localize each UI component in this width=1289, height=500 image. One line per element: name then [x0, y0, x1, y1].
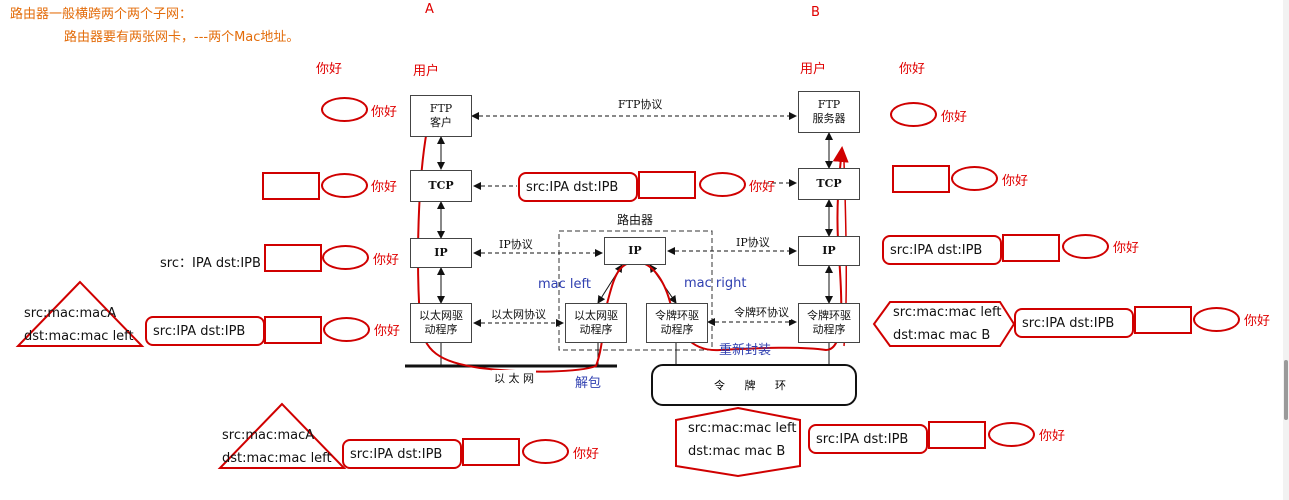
- data-oval: [321, 97, 368, 122]
- data-oval: [951, 166, 998, 191]
- box-line: IP: [822, 244, 836, 257]
- ip-protocol-label-right: IP协议: [734, 234, 772, 250]
- hello-text: 你好: [371, 180, 398, 195]
- ip-protocol-label-left: IP协议: [497, 236, 535, 252]
- user-label-b: 用户: [800, 62, 827, 77]
- router-ip-box: IP: [604, 237, 666, 265]
- box-line: 令牌环驱: [807, 309, 851, 322]
- ethernet-driver-box-a: 以太网驱动程序: [410, 303, 472, 343]
- hello-text: 你好: [371, 105, 398, 120]
- hello-text: 你好: [316, 62, 343, 77]
- ftp-protocol-label: FTP协议: [616, 96, 665, 112]
- tcp-box-a: TCP: [410, 170, 472, 202]
- mac-dst-text: dst:mac:mac left: [222, 451, 332, 466]
- tcp-header-rect: [262, 172, 320, 200]
- data-oval: [699, 172, 746, 197]
- host-a-label: A: [425, 2, 434, 17]
- data-oval: [1193, 307, 1240, 332]
- router-token-driver-box: 令牌环驱动程序: [646, 303, 708, 343]
- hello-text: 你好: [899, 62, 926, 77]
- box-line: 服务器: [812, 112, 846, 125]
- router-ethernet-driver-box: 以太网驱动程序: [565, 303, 627, 343]
- mac-src-text: src:mac:macA: [24, 306, 117, 321]
- router-title: 路由器: [617, 213, 654, 227]
- hello-text: 你好: [1113, 241, 1140, 256]
- tcp-header-rect: [462, 438, 520, 466]
- data-oval: [321, 173, 368, 198]
- repack-label: 重新封装: [719, 343, 772, 358]
- hello-text: 你好: [373, 253, 400, 268]
- mac-src-text: src:mac:mac left: [893, 305, 1002, 320]
- mac-dst-text: dst:mac:mac left: [24, 329, 134, 344]
- box-line: IP: [628, 244, 642, 257]
- data-oval: [1062, 234, 1109, 259]
- ip-header-box: src:IPA dst:IPB: [808, 424, 928, 454]
- box-line: 动程序: [660, 323, 694, 336]
- box-line: FTP: [429, 102, 453, 115]
- hello-text: 你好: [1244, 314, 1271, 329]
- user-label-a: 用户: [413, 64, 440, 79]
- mac-src-text: src:mac:mac left: [688, 421, 797, 436]
- tcp-header-rect: [1002, 234, 1060, 262]
- mac-left-label: mac left: [538, 277, 591, 292]
- box-line: 动程序: [579, 323, 613, 336]
- ip-header-box: src:IPA dst:IPB: [145, 316, 265, 346]
- ip-header-box: src:IPA dst:IPB: [342, 439, 462, 469]
- box-line: 动程序: [424, 323, 458, 336]
- tcp-header-rect: [928, 421, 986, 449]
- data-oval: [522, 439, 569, 464]
- hello-text: 你好: [941, 110, 968, 125]
- hello-text: 你好: [573, 447, 600, 462]
- box-line: FTP: [817, 98, 841, 111]
- tcp-box-b: TCP: [798, 168, 860, 200]
- ip-header-box: src:IPA dst:IPB: [882, 235, 1002, 265]
- box-line: TCP: [428, 179, 454, 192]
- unpack-label: 解包: [575, 376, 602, 391]
- box-line: 令牌环驱: [655, 309, 699, 322]
- data-oval: [322, 245, 369, 270]
- hello-text: 你好: [749, 180, 776, 195]
- hello-text: 你好: [1039, 429, 1066, 444]
- ip-header-text: src：IPA dst:IPB: [160, 256, 261, 271]
- mac-dst-text: dst:mac mac B: [688, 444, 786, 459]
- note-line-1: 路由器一般横跨两个两个子网：: [10, 7, 193, 22]
- ip-box-a: IP: [410, 238, 472, 268]
- mac-right-label: mac right: [684, 276, 747, 291]
- vertical-scrollbar[interactable]: [1283, 0, 1289, 500]
- token-ring-driver-box-b: 令牌环驱动程序: [798, 303, 860, 343]
- hello-text: 你好: [374, 324, 401, 339]
- tcp-header-rect: [264, 244, 322, 272]
- box-line: 动程序: [812, 323, 846, 336]
- token-protocol-label: 令牌环协议: [732, 304, 791, 320]
- hello-text: 你好: [1002, 174, 1029, 189]
- ip-header-box: src:IPA dst:IPB: [1014, 308, 1134, 338]
- box-line: IP: [434, 246, 448, 259]
- mac-src-text: src:mac:macA: [222, 428, 315, 443]
- scrollbar-thumb[interactable]: [1284, 360, 1288, 420]
- tcp-header-rect: [638, 171, 696, 199]
- box-line: TCP: [816, 177, 842, 190]
- note-line-2: 路由器要有两张网卡，---两个Mac地址。: [64, 30, 300, 45]
- data-oval: [323, 317, 370, 342]
- tcp-header-rect: [892, 165, 950, 193]
- ip-box-b: IP: [798, 236, 860, 266]
- ethernet-protocol-label: 以太网协议: [489, 306, 548, 322]
- host-b-label: B: [811, 5, 820, 20]
- token-ring: 令 牌 环: [651, 364, 857, 406]
- tcp-header-rect: [1134, 306, 1192, 334]
- box-line: 客户: [430, 116, 452, 129]
- ip-header-box: src:IPA dst:IPB: [518, 172, 638, 202]
- ethernet-network-label: 以 太 网: [492, 370, 536, 386]
- mac-dst-text: dst:mac mac B: [893, 328, 991, 343]
- data-oval: [890, 102, 937, 127]
- tcp-header-rect: [264, 316, 322, 344]
- box-line: 以太网驱: [574, 309, 618, 322]
- box-line: 以太网驱: [419, 309, 463, 322]
- data-oval: [988, 422, 1035, 447]
